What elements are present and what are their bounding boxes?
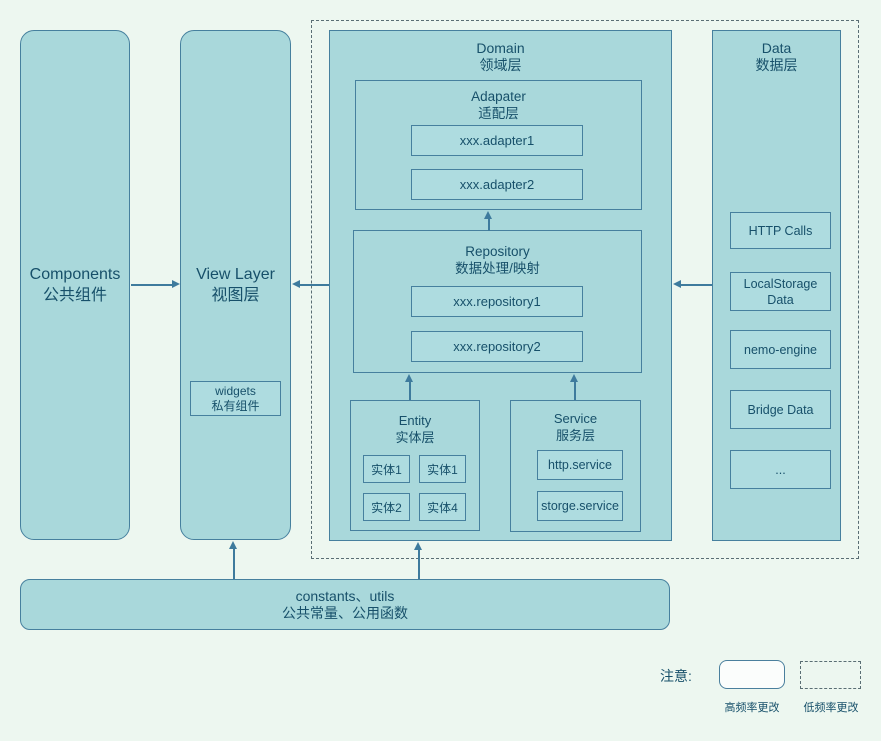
components-layer-label: Components 公共组件: [30, 264, 121, 306]
legend-low-frequency-box: [800, 661, 861, 689]
data-more-box: ...: [730, 450, 831, 489]
bridge-data-label: Bridge Data: [747, 402, 814, 417]
data-layer-label: Data 数据层: [713, 31, 840, 74]
adapter2-box: xxx.adapter2: [411, 169, 583, 200]
localstorage-data-label: LocalStorage Data: [743, 276, 818, 307]
low-frequency-region-outline: [311, 20, 859, 559]
constants-utils-bar: constants、utils 公共常量、公用函数: [20, 579, 670, 630]
widgets-label: widgets 私有组件: [211, 384, 259, 414]
arrow-domain-to-view-line: [299, 284, 329, 286]
view-layer-title: View Layer: [196, 266, 275, 283]
arrow-constants-to-view-head: [229, 541, 237, 549]
legend-note-label: 注意:: [660, 668, 692, 684]
arrow-repository-to-adapater-head: [484, 211, 492, 219]
localstorage-data-box: LocalStorage Data: [730, 272, 831, 311]
entity-item-box: 实体1: [363, 455, 410, 483]
arrow-constants-to-domain-line: [418, 549, 420, 579]
arrow-constants-to-domain-head: [414, 542, 422, 550]
arrow-repository-to-adapater-line: [488, 218, 490, 231]
view-layer-label: View Layer 视图层: [196, 264, 275, 306]
arrow-service-to-repository-head: [570, 374, 578, 382]
entity-item-box: 实体2: [363, 493, 410, 521]
repository-subtitle: 数据处理/映射: [455, 261, 540, 276]
constants-utils-title: constants、utils: [295, 587, 395, 604]
service-title: Service: [553, 411, 598, 426]
storge-service-label: storge.service: [541, 499, 619, 513]
arrow-constants-to-view-line: [233, 548, 235, 579]
entity-item-label: 实体2: [371, 500, 402, 515]
components-layer-box: Components 公共组件: [20, 30, 130, 540]
repository1-box: xxx.repository1: [411, 286, 583, 317]
adapter1-box: xxx.adapter1: [411, 125, 583, 156]
http-service-label: http.service: [548, 458, 612, 472]
data-title: Data: [761, 40, 792, 56]
adapter2-label: xxx.adapter2: [459, 177, 535, 192]
data-subtitle: 数据层: [755, 57, 798, 73]
arrow-domain-to-view-head: [292, 280, 300, 288]
constants-utils-label: constants、utils 公共常量、公用函数: [282, 588, 408, 622]
arrow-components-to-view-head: [172, 280, 180, 288]
bridge-data-box: Bridge Data: [730, 390, 831, 429]
legend-low-frequency-label: 低频率更改: [803, 702, 859, 714]
entity-title: Entity: [398, 413, 432, 428]
arrow-entity-to-repository-head: [405, 374, 413, 382]
view-layer-subtitle: 视图层: [211, 287, 260, 304]
repository-title: Repository: [465, 244, 530, 259]
domain-title: Domain: [476, 40, 525, 56]
service-subtitle: 服务层: [555, 428, 595, 443]
nemo-engine-label: nemo-engine: [744, 342, 817, 357]
http-calls-label: HTTP Calls: [748, 223, 813, 238]
view-layer-box: View Layer 视图层: [180, 30, 291, 540]
http-calls-box: HTTP Calls: [730, 212, 831, 249]
entity-item-label: 实体1: [371, 462, 402, 477]
adapter1-label: xxx.adapter1: [459, 133, 535, 148]
domain-layer-label: Domain 领域层: [330, 31, 671, 74]
repository1-label: xxx.repository1: [453, 294, 541, 309]
service-layer-label: Service 服务层: [511, 401, 640, 444]
adapater-layer-box: Adapater 适配层: [355, 80, 642, 210]
repository2-label: xxx.repository2: [453, 339, 541, 354]
http-service-box: http.service: [537, 450, 623, 480]
entity-item-label: 实体1: [427, 462, 458, 477]
arrow-entity-to-repository-line: [409, 381, 411, 400]
components-title: Components: [29, 266, 121, 283]
arrow-data-to-domain-line: [680, 284, 712, 286]
arrow-components-to-view-line: [131, 284, 173, 286]
arrow-data-to-domain-head: [673, 280, 681, 288]
components-subtitle: 公共组件: [42, 287, 107, 304]
legend-high-frequency-box: [719, 660, 785, 689]
legend-high-frequency-label: 高频率更改: [724, 702, 780, 714]
arrow-service-to-repository-line: [574, 381, 576, 400]
repository2-box: xxx.repository2: [411, 331, 583, 362]
data-more-label: ...: [775, 462, 786, 477]
entity-item-label: 实体4: [427, 500, 458, 515]
domain-subtitle: 领域层: [479, 57, 522, 73]
adapater-title: Adapater: [471, 89, 526, 104]
repository-layer-label: Repository 数据处理/映射: [354, 231, 641, 277]
entity-item-box: 实体4: [419, 493, 466, 521]
widgets-box: widgets 私有组件: [190, 381, 281, 416]
widgets-title: widgets: [215, 383, 256, 398]
entity-subtitle: 实体层: [395, 430, 435, 445]
constants-utils-subtitle: 公共常量、公用函数: [282, 604, 408, 621]
storge-service-box: storge.service: [537, 491, 623, 521]
entity-layer-label: Entity 实体层: [351, 401, 479, 446]
widgets-subtitle: 私有组件: [211, 398, 260, 413]
adapater-subtitle: 适配层: [478, 106, 519, 121]
nemo-engine-box: nemo-engine: [730, 330, 831, 369]
entity-item-box: 实体1: [419, 455, 466, 483]
adapater-layer-label: Adapater 适配层: [356, 81, 641, 122]
